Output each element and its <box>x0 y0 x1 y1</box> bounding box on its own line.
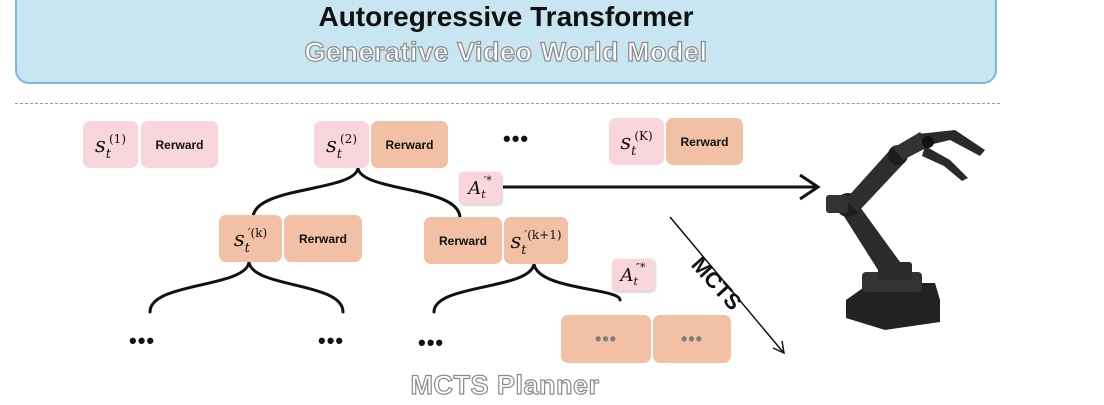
child-reward-k: Rerward <box>284 215 362 262</box>
child-state-label-k1: st′(k+1) <box>510 227 562 258</box>
ellipsis-top: ••• <box>503 126 530 151</box>
mcts-arrow-head <box>772 340 785 355</box>
leaf-box-1: ••• <box>561 315 651 363</box>
reward-node-2: Rerward <box>371 121 448 168</box>
leaf-box-1-ellipsis: ••• <box>595 328 617 349</box>
child-reward-k1: Rerward <box>424 217 502 264</box>
child-state-k1: st′(k+1) <box>504 217 568 264</box>
banner-subtitle: Generative Video World Model <box>304 36 708 67</box>
action-arrow-head <box>799 173 821 201</box>
reward-label-k: Rerward <box>680 134 729 149</box>
state-node-k: st(K) <box>609 118 664 165</box>
reward-node-1: Rerward <box>141 121 218 168</box>
ellipsis-leaf-2: ••• <box>318 328 345 353</box>
state-node-2: st(2) <box>314 121 369 168</box>
dashed-divider <box>15 103 1000 104</box>
brace-right <box>432 263 622 314</box>
banner-title: Autoregressive Transformer <box>318 1 694 32</box>
leaf-box-2-ellipsis: ••• <box>681 328 703 349</box>
state-label-2: st(2) <box>325 131 357 162</box>
state-label-1: st(1) <box>94 131 126 162</box>
leaf-box-2: ••• <box>653 315 731 363</box>
ellipsis-leaf-1: ••• <box>129 328 156 353</box>
brace-root <box>251 167 462 220</box>
ellipsis-leaf-3: ••• <box>418 330 445 355</box>
mcts-planner-caption: MCTS Planner <box>410 369 600 400</box>
child-reward-label-k: Rerward <box>298 231 348 246</box>
reward-label-2: Rerward <box>385 137 434 152</box>
mcts-arrow <box>669 216 784 353</box>
world-model-banner: Autoregressive Transformer Generative Vi… <box>15 0 997 84</box>
state-node-1: st(1) <box>83 121 138 168</box>
reward-node-k: Rerward <box>666 118 743 165</box>
child-reward-label-k1: Rerward <box>438 233 488 248</box>
robot-arm-illustration <box>826 130 985 330</box>
state-label-k: st(K) <box>620 128 653 159</box>
reward-label-1: Rerward <box>155 137 204 152</box>
brace-left <box>148 261 345 314</box>
child-state-label-k: st′(k) <box>233 225 268 256</box>
child-state-k: st′(k) <box>219 215 282 262</box>
